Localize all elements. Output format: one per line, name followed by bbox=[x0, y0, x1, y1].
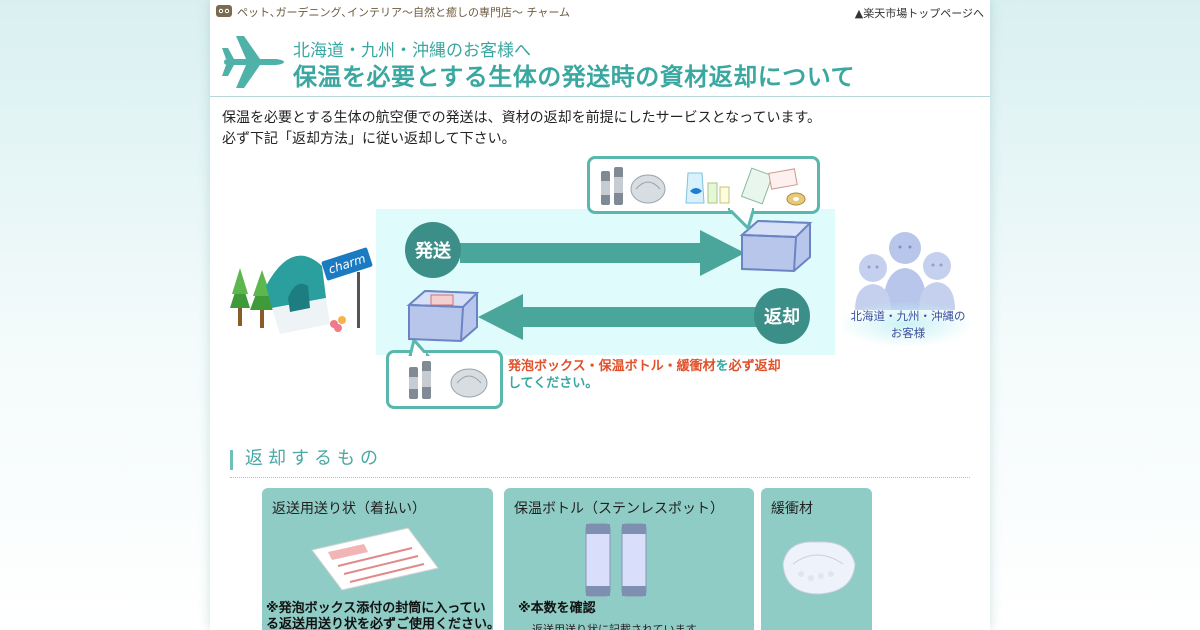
card-warning-line1: ※発泡ボックス添付の封筒に入ってい bbox=[266, 601, 486, 616]
return-flow-diagram: 発送 返却 charm bbox=[210, 150, 990, 415]
return-items-bubble bbox=[386, 350, 503, 409]
return-note-items: 発泡ボックス・保温ボトル・緩衝材 bbox=[508, 359, 716, 374]
shipped-items-bubble bbox=[587, 156, 820, 214]
card-subtext: 返送用送り状に記載されています bbox=[532, 623, 697, 630]
shipped-items-icons bbox=[601, 167, 806, 206]
bubble-tail bbox=[728, 208, 754, 230]
customers-label-line2: お客様 bbox=[890, 326, 926, 340]
foam-box-icon bbox=[406, 289, 480, 343]
return-note-emphasis: 必ず返却 bbox=[728, 359, 781, 374]
bubble-tail bbox=[408, 340, 430, 356]
rakuten-top-link[interactable]: ▲楽天市場トップページへ bbox=[854, 7, 984, 20]
shop-building-icon bbox=[230, 255, 360, 334]
foam-box-icon bbox=[739, 219, 813, 273]
intro-line-2: 必ず下記「返却方法」に従い返却して下さい。 bbox=[222, 131, 516, 147]
return-badge: 返却 bbox=[754, 288, 810, 344]
card-title: 返送用送り状（着払い） bbox=[272, 501, 426, 517]
intro-text: 保温を必要とする生体の航空便での発送は、資材の返却を前提にしたサービスとなってい… bbox=[222, 108, 821, 150]
send-badge: 発送 bbox=[405, 222, 461, 278]
charm-logo-icon bbox=[216, 5, 232, 17]
shop-title: ペット､ガーデニング､インテリア〜自然と癒しの専門店〜 チャーム bbox=[237, 6, 571, 19]
return-item-card-bottle: 保温ボトル（ステンレスポット） ※本数を確認 返送用送り状に記載されています bbox=[504, 488, 754, 630]
bubble-wrap-icon bbox=[782, 541, 856, 595]
return-items-icons bbox=[409, 361, 488, 399]
return-item-card-cushion: 緩衝材 bbox=[761, 488, 872, 630]
return-note-particle: を bbox=[715, 359, 729, 374]
card-warning-line2: る返送用送り状を必ずご使用ください。 bbox=[266, 617, 493, 630]
thermos-bottle-icon bbox=[585, 523, 647, 597]
section-divider bbox=[230, 477, 970, 478]
return-arrow-icon bbox=[478, 294, 763, 340]
shipping-label-icon bbox=[311, 527, 439, 591]
customers-icon bbox=[855, 232, 955, 310]
customers-label: 北海道・九州・沖縄の お客様 bbox=[840, 308, 976, 342]
page: ペット､ガーデニング､インテリア〜自然と癒しの専門店〜 チャーム ▲楽天市場トッ… bbox=[210, 0, 990, 630]
return-note: 発泡ボックス・保温ボトル・緩衝材を必ず返却 してください。 bbox=[508, 358, 781, 392]
page-header: 北海道・九州・沖縄のお客様へ 保温を必要とする生体の発送時の資材返却について bbox=[210, 24, 990, 97]
airplane-icon bbox=[222, 36, 284, 88]
card-title: 保温ボトル（ステンレスポット） bbox=[514, 501, 724, 517]
top-bar: ペット､ガーデニング､インテリア〜自然と癒しの専門店〜 チャーム ▲楽天市場トッ… bbox=[210, 0, 990, 24]
card-warning: ※本数を確認 bbox=[518, 601, 596, 616]
customers-label-line1: 北海道・九州・沖縄の bbox=[850, 309, 966, 323]
intro-line-1: 保温を必要とする生体の航空便での発送は、資材の返却を前提にしたサービスとなってい… bbox=[222, 110, 822, 126]
card-title: 緩衝材 bbox=[771, 501, 813, 517]
return-item-card-label: 返送用送り状（着払い） ※発泡ボックス添付の封筒に入ってい る返送用送り状を必ず… bbox=[262, 488, 493, 630]
page-title: 保温を必要とする生体の発送時の資材返却について bbox=[293, 63, 856, 91]
page-subtitle: 北海道・九州・沖縄のお客様へ bbox=[293, 41, 531, 61]
section-title: 返却するもの bbox=[230, 450, 383, 470]
return-note-line2: してください。 bbox=[508, 376, 599, 391]
card-warning: ※発泡ボックス添付の封筒に入ってい る返送用送り状を必ずご使用ください。 bbox=[266, 601, 493, 630]
customers-label-glow bbox=[842, 302, 970, 346]
send-arrow-icon bbox=[460, 230, 745, 276]
